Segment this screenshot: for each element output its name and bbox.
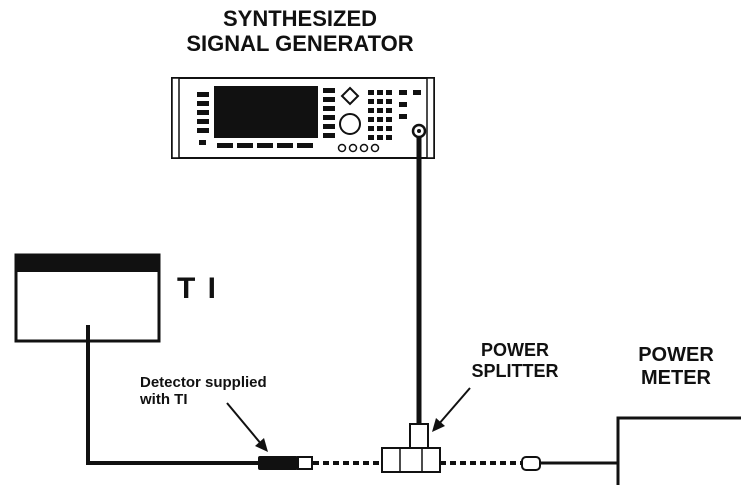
- ti-label: T I: [177, 272, 218, 305]
- detector: [258, 456, 313, 470]
- meter-label-line1: POWER: [638, 344, 714, 366]
- generator-title-line1: SYNTHESIZED: [222, 6, 378, 31]
- signal-generator: [171, 77, 435, 159]
- ti-header-bar: [16, 255, 159, 272]
- generator-knob: [339, 113, 361, 135]
- power-meter-label: POWER METER: [606, 344, 741, 390]
- splitter-label-line1: POWER: [480, 340, 549, 360]
- power-splitter: [381, 423, 441, 473]
- detector-label-line2: with TI: [140, 391, 188, 409]
- power-meter: [616, 416, 741, 485]
- generator-bottom-keys: [217, 143, 313, 148]
- generator-left-handle: [171, 77, 180, 159]
- generator-right-handle: [426, 77, 435, 159]
- power-splitter-label: POWER SPLITTER: [435, 340, 595, 381]
- power-sensor: [521, 456, 541, 471]
- detector-label-line1: Detector supplied: [140, 374, 267, 391]
- generator-left-softkeys: [197, 92, 209, 145]
- generator-title: SYNTHESIZED SIGNAL GENERATOR: [150, 6, 450, 57]
- meter-label-line2: METER: [641, 367, 711, 389]
- generator-front-connectors: [337, 143, 380, 153]
- splitter-body: [381, 447, 441, 473]
- generator-right-softkeys: [323, 88, 335, 138]
- ti-device: [14, 253, 161, 343]
- generator-side-keys: [399, 90, 421, 119]
- detector-label: Detector supplied with TI: [140, 374, 267, 409]
- generator-diamond-key: [340, 86, 360, 106]
- detector-body: [258, 456, 298, 470]
- ti-body: [14, 253, 161, 343]
- ti-to-detector-cable: [86, 325, 258, 465]
- generator-title-line2: SIGNAL GENERATOR: [186, 31, 414, 57]
- generator-rf-output-pin: [417, 129, 421, 133]
- splitter-label-line2: SPLITTER: [471, 360, 559, 381]
- power-meter-body: [616, 416, 741, 485]
- detector-connector: [297, 456, 313, 470]
- generator-keypad: [368, 90, 392, 140]
- splitter-pointer-arrow: [432, 387, 471, 432]
- generator-display: [214, 86, 318, 138]
- splitter-top-port: [409, 423, 429, 449]
- detector-pointer-arrow: [226, 402, 268, 452]
